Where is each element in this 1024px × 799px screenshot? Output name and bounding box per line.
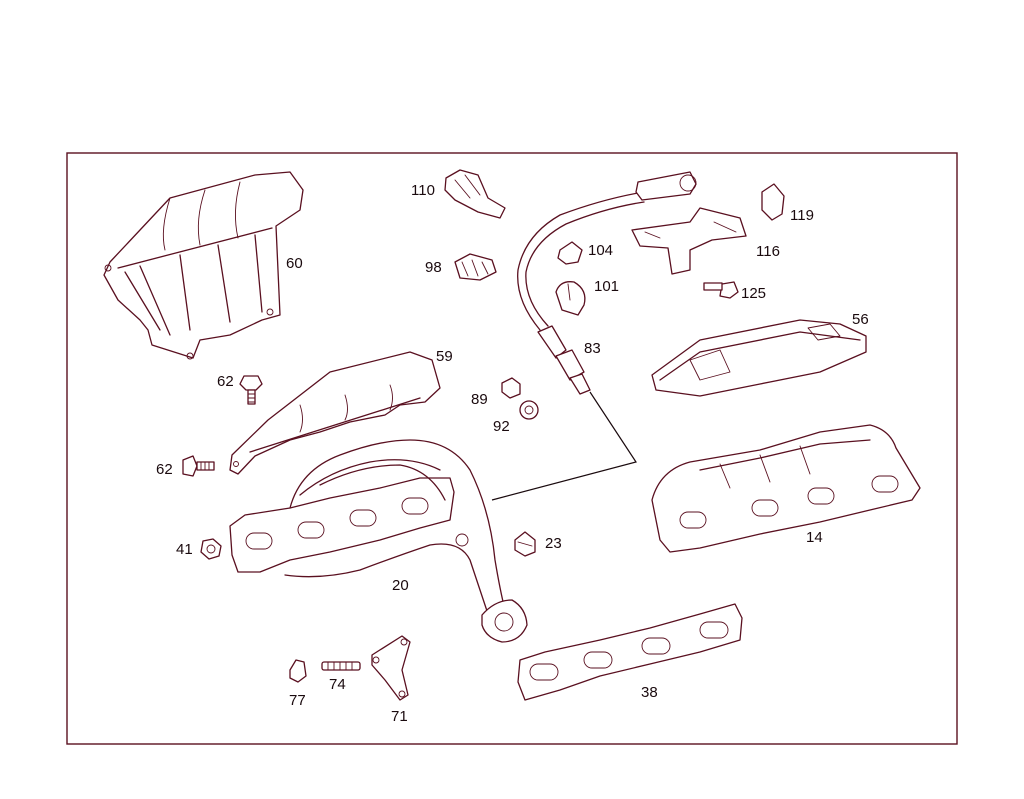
label-101: 101: [594, 278, 619, 295]
part-110-clip[interactable]: [444, 169, 506, 219]
part-62-bolt-upper[interactable]: [239, 375, 263, 405]
part-89-plug[interactable]: [501, 377, 521, 399]
label-77: 77: [289, 692, 306, 709]
part-14-exhaust-manifold[interactable]: [651, 424, 921, 553]
part-20-exhaust-manifold[interactable]: [229, 439, 528, 643]
part-38-gasket[interactable]: [517, 603, 743, 701]
label-60: 60: [286, 255, 303, 272]
part-92-washer[interactable]: [519, 400, 539, 420]
label-119: 119: [790, 207, 814, 224]
label-92: 92: [493, 418, 510, 435]
label-110: 110: [411, 182, 435, 199]
part-116-bracket[interactable]: [631, 207, 747, 275]
label-74: 74: [329, 676, 346, 693]
part-56-cover[interactable]: [651, 319, 867, 397]
diagram-frame: [66, 152, 958, 745]
part-74-stud[interactable]: [321, 661, 361, 671]
part-71-bracket[interactable]: [371, 635, 411, 701]
label-104: 104: [588, 242, 613, 259]
label-14: 14: [806, 529, 823, 546]
part-125-bolt[interactable]: [703, 281, 739, 299]
label-71: 71: [391, 708, 408, 725]
label-23: 23: [545, 535, 562, 552]
label-125: 125: [741, 285, 766, 302]
label-62-upper: 62: [217, 373, 234, 390]
part-104-clip[interactable]: [557, 241, 583, 265]
part-101-bracket[interactable]: [555, 281, 586, 316]
label-83: 83: [584, 340, 601, 357]
label-62-side: 62: [156, 461, 173, 478]
label-20: 20: [392, 577, 409, 594]
part-98-clip[interactable]: [454, 253, 497, 281]
label-98: 98: [425, 259, 442, 276]
part-77-nut[interactable]: [289, 659, 307, 683]
label-116: 116: [756, 243, 780, 260]
leader-83: [491, 391, 637, 501]
label-38: 38: [641, 684, 658, 701]
part-23-clip[interactable]: [514, 531, 536, 557]
part-41-nut[interactable]: [200, 538, 222, 560]
part-83-oxygen-sensor[interactable]: [517, 171, 697, 395]
part-62-bolt-side[interactable]: [182, 455, 215, 477]
part-119-clip[interactable]: [761, 183, 785, 221]
part-59-heat-shield[interactable]: [229, 351, 441, 475]
part-60-heat-shield[interactable]: [103, 171, 304, 360]
label-89: 89: [471, 391, 488, 408]
label-41: 41: [176, 541, 193, 558]
label-59: 59: [436, 348, 453, 365]
label-56: 56: [852, 311, 869, 328]
